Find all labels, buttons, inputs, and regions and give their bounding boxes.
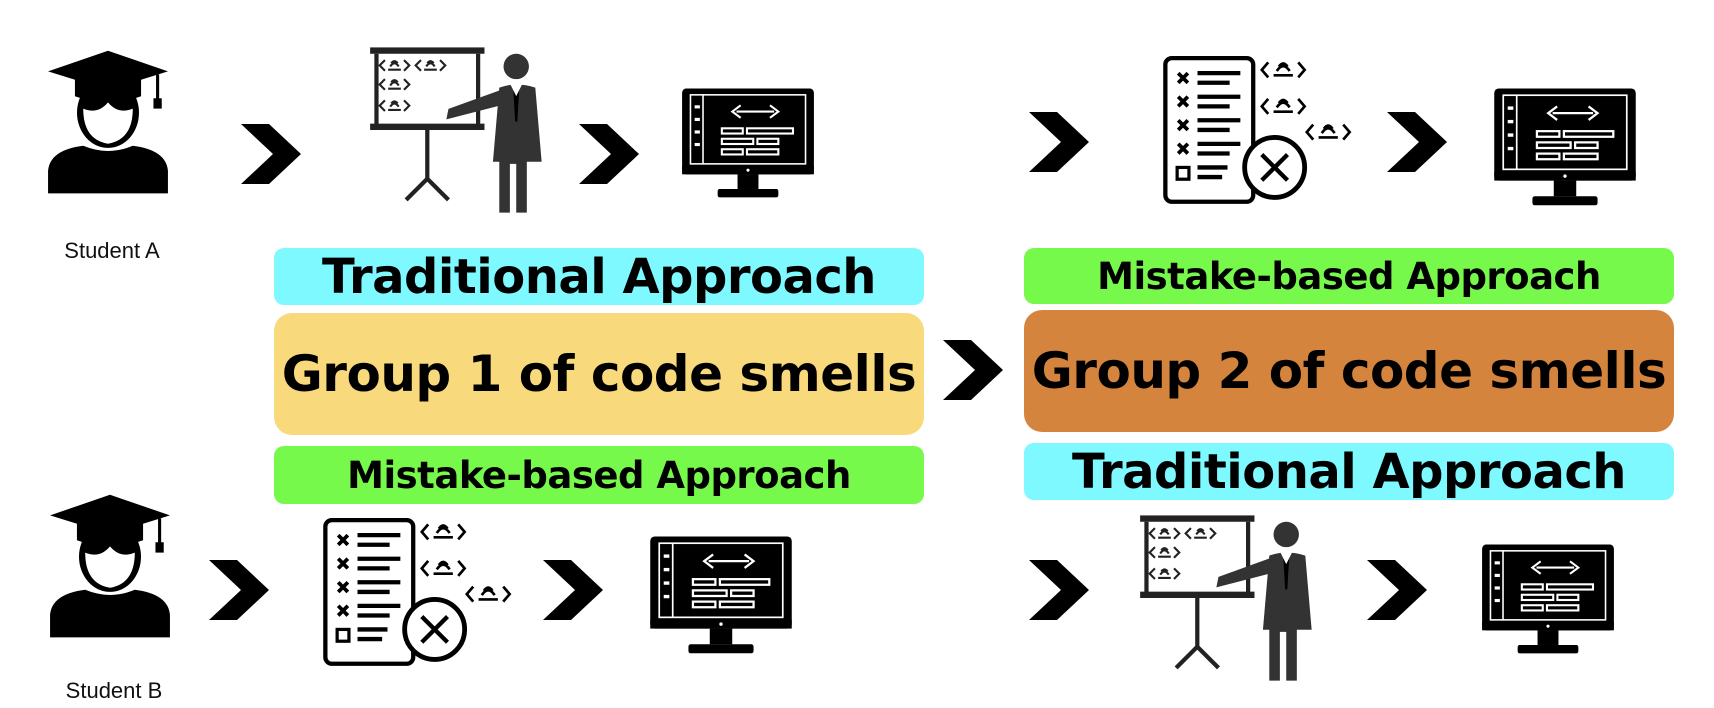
approach-banner-bottom-left: Mistake-based Approach — [274, 446, 924, 504]
computer-code-icon — [648, 532, 794, 660]
approach-banner-bottom-right: Traditional Approach — [1024, 443, 1674, 500]
chevron-right-icon — [240, 124, 302, 184]
approach-banner-top-left: Traditional Approach — [274, 248, 924, 305]
chevron-right-icon — [1028, 560, 1090, 620]
student-b-label: Student B — [65, 678, 163, 703]
group-2-box: Group 2 of code smells — [1024, 310, 1674, 432]
teacher-presentation-icon — [368, 44, 548, 216]
chevron-right-icon — [1028, 112, 1090, 172]
chevron-right-icon — [578, 124, 640, 184]
group-1-box: Group 1 of code smells — [274, 313, 924, 435]
chevron-right-icon — [542, 560, 604, 620]
mistake-checklist-icon — [1160, 56, 1370, 206]
graduate-student-icon — [48, 490, 172, 640]
computer-code-icon — [1492, 84, 1638, 212]
graduate-student-icon — [46, 46, 170, 196]
approach-banner-top-right: Mistake-based Approach — [1024, 248, 1674, 304]
chevron-right-icon — [942, 340, 1004, 400]
computer-code-icon — [1480, 540, 1616, 660]
teacher-presentation-icon — [1138, 512, 1318, 684]
computer-code-icon — [680, 84, 816, 204]
chevron-right-icon — [208, 560, 270, 620]
student-a-label: Student A — [64, 238, 160, 263]
mistake-checklist-icon — [320, 518, 530, 668]
chevron-right-icon — [1366, 560, 1428, 620]
chevron-right-icon — [1386, 112, 1448, 172]
